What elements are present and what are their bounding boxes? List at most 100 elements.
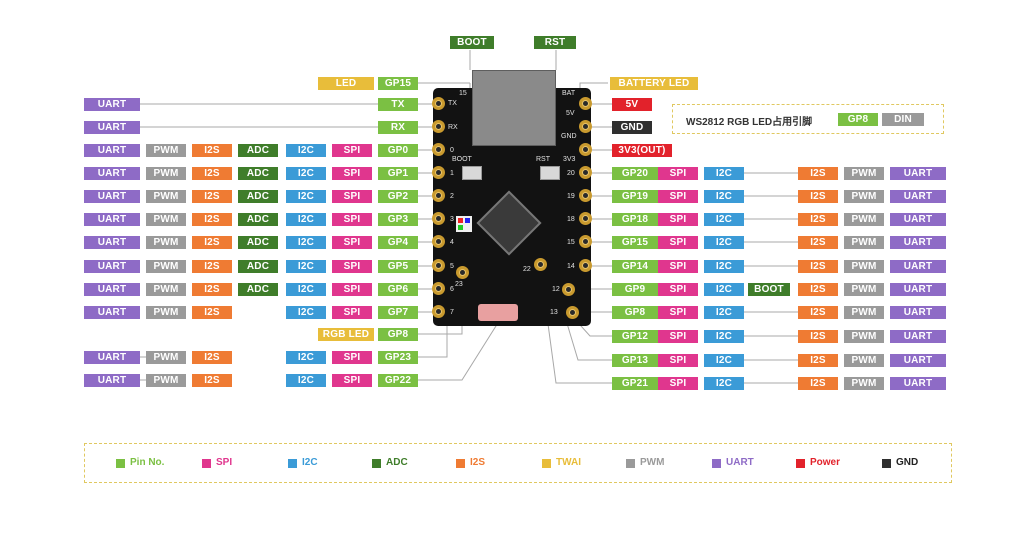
silk-rx: RX — [448, 124, 458, 131]
gp1-pin: GP1 — [378, 167, 418, 180]
legend — [84, 443, 952, 483]
legend-label: I2S — [470, 457, 486, 468]
gp14-right-pin: GP14 — [612, 260, 658, 273]
gp19-right-i2c: I2C — [704, 190, 744, 203]
gp18-right-i2s: I2S — [798, 213, 838, 226]
silk-rst: RST — [536, 156, 550, 163]
gp9-right-pin: GP9 — [612, 283, 658, 296]
gp3-pwm: PWM — [146, 213, 186, 226]
gp2-pwm: PWM — [146, 190, 186, 203]
gp21-right-uart: UART — [890, 377, 946, 390]
gp22-i2s: I2S — [192, 374, 232, 387]
ws2812-din: DIN — [882, 113, 924, 126]
legend-label: Pin No. — [130, 457, 165, 468]
gp8-right-pin: GP8 — [612, 306, 658, 319]
silk-7: 7 — [450, 309, 454, 316]
gp5-pwm: PWM — [146, 260, 186, 273]
ws2812-gp8: GP8 — [838, 113, 878, 126]
gp2-i2c: I2C — [286, 190, 326, 203]
gp15-right-pin: GP15 — [612, 236, 658, 249]
gp19-right-pin: GP19 — [612, 190, 658, 203]
legend-label: I2C — [302, 457, 318, 468]
pin-hole-1 — [432, 166, 445, 179]
legend-swatch — [456, 459, 465, 468]
gp14-right-i2s: I2S — [798, 260, 838, 273]
gp3-pin: GP3 — [378, 213, 418, 226]
silk-3v3: 3V3 — [563, 156, 576, 163]
gp23-i2s: I2S — [192, 351, 232, 364]
gp8-right-i2s: I2S — [798, 306, 838, 319]
gp6-adc: ADC — [238, 283, 278, 296]
pin-hole-rx — [432, 120, 445, 133]
gp1-spi: SPI — [332, 167, 372, 180]
gp3-i2c: I2C — [286, 213, 326, 226]
pin-hole-3v3 — [579, 143, 592, 156]
tx-pin-label: TX — [378, 98, 418, 111]
gp18-right-spi: SPI — [658, 213, 698, 226]
gp21-right-pin: GP21 — [612, 377, 658, 390]
legend-swatch — [372, 459, 381, 468]
gp13-right-i2c: I2C — [704, 354, 744, 367]
gp4-uart: UART — [84, 236, 140, 249]
gp2-i2s: I2S — [192, 190, 232, 203]
silk-15r: 15 — [567, 239, 575, 246]
rx-pin-label: RX — [378, 121, 418, 134]
gp22-i2c: I2C — [286, 374, 326, 387]
gp23-spi: SPI — [332, 351, 372, 364]
gp15-right-uart: UART — [890, 236, 946, 249]
gp12-right-pin: GP12 — [612, 330, 658, 343]
gp13-right-pwm: PWM — [844, 354, 884, 367]
led-label: LED — [318, 77, 374, 90]
silk-13: 13 — [550, 309, 558, 316]
gp7-i2s: I2S — [192, 306, 232, 319]
gp6-uart: UART — [84, 283, 140, 296]
silk-5: 5 — [450, 263, 454, 270]
gp15-right-i2s: I2S — [798, 236, 838, 249]
gp5-i2c: I2C — [286, 260, 326, 273]
gp9-right-pwm: PWM — [844, 283, 884, 296]
rst-switch — [540, 166, 560, 180]
silk-2: 2 — [450, 193, 454, 200]
boot-switch — [462, 166, 482, 180]
gp8-right-pwm: PWM — [844, 306, 884, 319]
gp18-right-i2c: I2C — [704, 213, 744, 226]
pin-hole-3 — [432, 212, 445, 225]
gp4-pwm: PWM — [146, 236, 186, 249]
legend-swatch — [202, 459, 211, 468]
gp4-spi: SPI — [332, 236, 372, 249]
legend-label: SPI — [216, 457, 233, 468]
legend-swatch — [882, 459, 891, 468]
gp1-i2s: I2S — [192, 167, 232, 180]
gp13-right-uart: UART — [890, 354, 946, 367]
gp13-right-pin: GP13 — [612, 354, 658, 367]
silk-bat: BAT — [562, 90, 576, 97]
gp12-right-spi: SPI — [658, 330, 698, 343]
uart-rx-label: UART — [84, 121, 140, 134]
gp21-right-i2s: I2S — [798, 377, 838, 390]
gp19-right-uart: UART — [890, 190, 946, 203]
gp6-pwm: PWM — [146, 283, 186, 296]
gp22-pwm: PWM — [146, 374, 186, 387]
gp14-right-i2c: I2C — [704, 260, 744, 273]
silk-19: 19 — [567, 193, 575, 200]
silk-22: 22 — [523, 266, 531, 273]
gp23-pin: GP23 — [378, 351, 418, 364]
gp22-pin: GP22 — [378, 374, 418, 387]
silk-gnd: GND — [561, 133, 577, 140]
gp1-adc: ADC — [238, 167, 278, 180]
legend-label: GND — [896, 457, 919, 468]
rst-label: RST — [534, 36, 576, 49]
pin-hole-20 — [579, 166, 592, 179]
legend-swatch — [542, 459, 551, 468]
gp21-right-i2c: I2C — [704, 377, 744, 390]
gp20-right-pin: GP20 — [612, 167, 658, 180]
gp0-uart: UART — [84, 144, 140, 157]
gp5-i2s: I2S — [192, 260, 232, 273]
rgb-led-component — [456, 216, 472, 232]
gp2-spi: SPI — [332, 190, 372, 203]
gp15-right-i2c: I2C — [704, 236, 744, 249]
gp21-right-spi: SPI — [658, 377, 698, 390]
gp20-right-spi: SPI — [658, 167, 698, 180]
pin-hole-15 — [579, 235, 592, 248]
pin-hole-6 — [432, 282, 445, 295]
